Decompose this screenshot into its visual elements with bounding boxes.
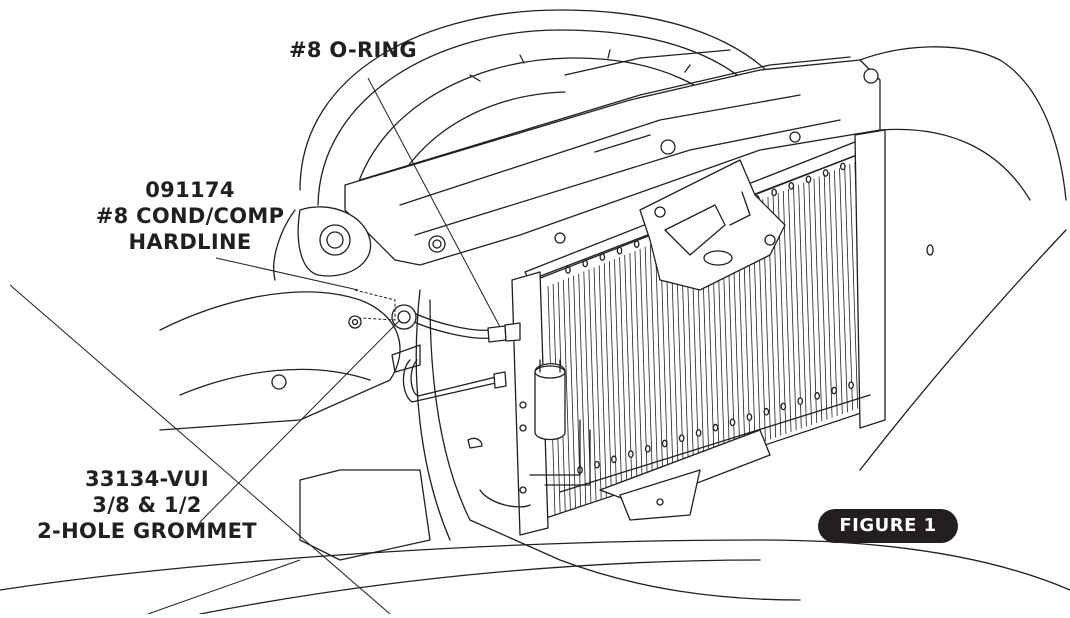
tube-hole [633,240,640,248]
condenser-fin [562,279,571,510]
condenser-fin [624,255,633,488]
condenser-fin [608,261,617,494]
condenser-fin [787,188,797,431]
condenser-fin [598,265,607,497]
body-outline [0,46,1070,615]
condenser-fin [839,168,848,413]
receiver-drier [534,359,566,441]
tube-hole [822,169,829,177]
tube-hole [695,429,702,437]
tube-hole [746,413,753,421]
upper-bracket [639,159,786,291]
tube-hole [771,188,777,197]
figure-label-badge: FIGURE 1 [818,509,958,543]
leader-hardline [215,257,359,291]
tube-hole [678,434,685,443]
ac-lines [391,304,591,508]
condenser-fin [593,267,602,499]
callout-hardline-part-number: 091174 [145,178,235,202]
condenser-fin [808,180,818,424]
tube-hole [763,407,770,416]
tube-hole [831,386,837,395]
callout-grommet-line2: 3/8 & 1/2 [92,493,202,517]
condenser-fin [619,257,628,490]
tube-hole [594,460,600,469]
strut-tower [159,206,401,431]
condenser-fin [828,172,838,416]
leader-lines [9,77,501,615]
tube-hole [661,439,668,448]
condenser-fin [798,184,807,427]
detail-marks [467,401,527,494]
callout-oring: #8 O-RING [289,37,417,63]
tube-hole [805,175,812,184]
condenser-fin [844,166,854,411]
tube-hole [729,418,736,427]
condenser-fin [568,277,576,508]
condenser-fin [849,164,859,409]
hidden-lines [348,289,396,329]
condenser-fin [644,246,653,481]
tube-hole [611,455,617,464]
tube-hole [712,423,719,432]
callout-hardline-line3: HARDLINE [128,230,252,254]
condenser-fin [782,190,792,433]
tube-hole [814,392,821,400]
condenser-fin [818,176,828,420]
tube-hole [848,381,854,390]
condenser-fin [803,182,812,425]
callout-hardline-line2: #8 COND/COMP [95,204,285,228]
tube-hole [627,450,634,458]
condenser-fin [793,186,802,429]
leader-grommet [199,319,401,523]
condenser-fin [639,248,648,483]
condenser-fin [655,242,664,478]
condenser-fin [813,178,823,422]
condenser-fin [629,252,638,487]
tube-hole [797,397,804,406]
condenser-fin [634,250,643,485]
radiator-support [344,49,881,266]
condenser-fin [603,263,612,496]
condenser-fin [614,259,623,492]
tube-hole [780,402,787,411]
condenser-fin [578,273,587,505]
callout-grommet-line3: 2-HOLE GROMMET [37,519,257,543]
leader-oring [367,77,501,328]
tube-hole [839,162,846,171]
callout-grommet-part-number: 33134-VUI [84,467,210,491]
leader-left-lower [147,559,301,615]
condenser-fin [823,174,833,418]
tube-hole [644,444,651,453]
tube-hole [788,182,795,190]
leader-diagonal [9,284,391,615]
callout-oring-line1: #8 O-RING [289,38,417,62]
condenser-fin [834,170,843,415]
condenser-fin [649,244,659,479]
